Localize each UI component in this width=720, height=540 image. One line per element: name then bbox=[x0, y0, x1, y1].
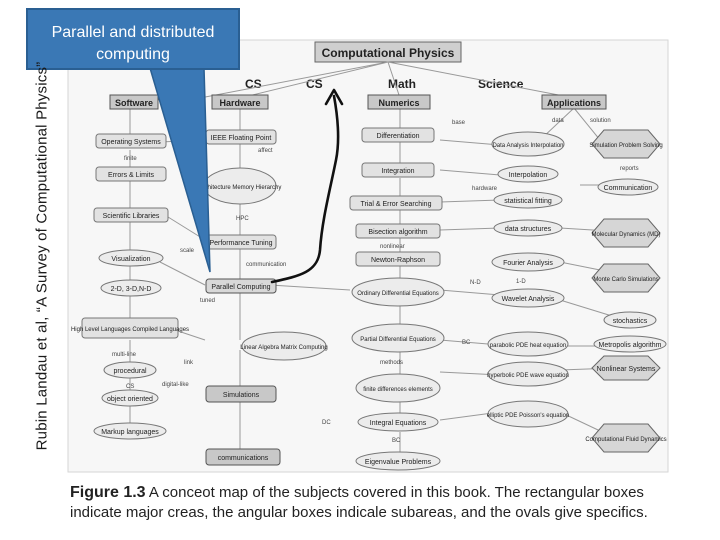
svg-text:data: data bbox=[552, 118, 564, 124]
node-simulations: Simulations bbox=[223, 392, 260, 399]
svg-text:digital-like: digital-like bbox=[162, 382, 189, 388]
col-math: Math bbox=[388, 77, 416, 91]
node-integration: Integration bbox=[381, 168, 414, 175]
node-high-level-languages: High Level Languages Compiled Languages bbox=[71, 327, 189, 333]
node-parabolic-pde: parabolic PDE heat equation bbox=[490, 343, 566, 349]
node-communications: communications bbox=[218, 455, 269, 462]
node-stochastics: stochastics bbox=[613, 318, 648, 325]
svg-text:reports: reports bbox=[620, 166, 639, 172]
box-hardware: Hardware bbox=[219, 98, 260, 108]
node-object-oriented: object oriented bbox=[107, 396, 153, 403]
middle-column: Data Analysis Interpolation Interpolatio… bbox=[487, 131, 570, 428]
node-performance-tuning: Performance Tuning bbox=[209, 240, 272, 247]
node-differentiation: Differentiation bbox=[376, 133, 419, 140]
node-linear-algebra: Linear Algebra Matrix Computing bbox=[240, 345, 327, 351]
node-bisection: Bisection algorithm bbox=[368, 229, 427, 236]
node-ode: Ordinary Differential Equations bbox=[357, 291, 439, 297]
node-finite-differences: finite differences elements bbox=[363, 387, 433, 393]
figure-caption: Figure 1.3 A conceot map of the subjects… bbox=[70, 483, 670, 523]
node-eigenvalue-problems: Eigenvalue Problems bbox=[365, 459, 432, 466]
node-interpolation: Interpolation bbox=[509, 172, 548, 179]
hardware-column: IEEE Floating Point Architecture Memory … bbox=[199, 129, 328, 466]
callout-bubble: Parallel and distributed computing bbox=[26, 8, 240, 70]
node-cfd: Computational Fluid Dynamics bbox=[585, 437, 666, 443]
node-integral-equations: Integral Equations bbox=[370, 420, 427, 427]
node-architecture: Architecture Memory Hierarchy bbox=[199, 185, 282, 191]
svg-text:1-D: 1-D bbox=[516, 279, 526, 285]
svg-text:communication: communication bbox=[246, 262, 286, 268]
node-newton-raphson: Newton-Raphson bbox=[371, 257, 425, 264]
svg-text:DC: DC bbox=[322, 420, 331, 426]
svg-text:tuned: tuned bbox=[200, 298, 215, 304]
svg-text:BC: BC bbox=[392, 438, 401, 444]
svg-text:base: base bbox=[452, 120, 466, 126]
hand-drawn-arrowhead bbox=[324, 88, 344, 106]
svg-text:CS: CS bbox=[126, 384, 134, 390]
node-parallel-computing: Parallel Computing bbox=[211, 284, 270, 291]
node-procedural: procedural bbox=[113, 368, 147, 375]
svg-text:BC: BC bbox=[462, 340, 471, 346]
svg-text:nonlinear: nonlinear bbox=[380, 244, 405, 250]
node-pde: Partial Differential Equations bbox=[360, 337, 436, 343]
col-cs-1: CS bbox=[245, 77, 262, 91]
node-communication: Communication bbox=[604, 185, 653, 192]
node-visualization: Visualization bbox=[111, 256, 150, 263]
box-numerics: Numerics bbox=[378, 98, 419, 108]
major-boxes: Software Hardware Numerics Applications bbox=[109, 94, 607, 110]
node-simulation-problem-solving: Simulation Problem Solving bbox=[589, 143, 662, 149]
hand-drawn-arrow bbox=[270, 94, 340, 284]
node-molecular-dynamics: Molecular Dynamics (MD) bbox=[591, 232, 660, 238]
software-column: Operating Systems Errors & Limits Scient… bbox=[71, 133, 189, 440]
svg-text:solution: solution bbox=[590, 118, 611, 124]
node-2d-3d-nd: 2-D, 3-D,N-D bbox=[111, 286, 152, 293]
node-data-analysis: Data Analysis Interpolation bbox=[492, 143, 563, 149]
node-monte-carlo: Monte Carlo Simulations bbox=[593, 277, 658, 283]
node-ieee-floating-point: IEEE Floating Point bbox=[211, 135, 272, 142]
node-wavelet-analysis: Wavelet Analysis bbox=[502, 296, 555, 303]
node-trial-error: Trial & Error Searching bbox=[361, 201, 432, 208]
connector-lines bbox=[129, 61, 630, 456]
svg-text:multi-line: multi-line bbox=[112, 352, 137, 358]
svg-text:scale: scale bbox=[180, 248, 195, 254]
node-scientific-libraries: Scientific Libraries bbox=[103, 213, 160, 220]
svg-text:affect: affect bbox=[258, 148, 273, 154]
link-labels: base data solution finite affect reports… bbox=[112, 118, 639, 444]
side-label-container: Rubin Landau et al, “A Survey of Computa… bbox=[30, 10, 54, 502]
svg-text:hardware: hardware bbox=[472, 186, 498, 192]
svg-text:HPC: HPC bbox=[236, 216, 249, 222]
numerics-column: Differentiation Integration Trial & Erro… bbox=[349, 127, 445, 471]
box-software: Software bbox=[115, 98, 153, 108]
svg-text:link: link bbox=[184, 360, 194, 366]
side-label: Rubin Landau et al, “A Survey of Computa… bbox=[33, 61, 51, 451]
col-cs-2: CS bbox=[306, 77, 323, 91]
map-title: Computational Physics bbox=[322, 46, 455, 60]
caption-text: A conceot map of the subjects covered in… bbox=[70, 484, 648, 521]
node-data-structures: data structures bbox=[505, 226, 552, 233]
node-operating-systems: Operating Systems bbox=[101, 139, 161, 146]
node-nonlinear-systems: Nonlinear Systems bbox=[597, 366, 656, 373]
node-markup-languages: Markup languages bbox=[101, 429, 159, 436]
node-fourier-analysis: Fourier Analysis bbox=[503, 260, 553, 267]
svg-text:finite: finite bbox=[124, 156, 137, 162]
node-hyperbolic-pde: hyperbolic PDE wave equation bbox=[487, 373, 569, 379]
node-errors-limits: Errors & Limits bbox=[108, 172, 154, 179]
applications-column: Simulation Problem Solving Communication… bbox=[585, 129, 667, 453]
svg-text:N-D: N-D bbox=[470, 280, 481, 286]
svg-text:methods: methods bbox=[380, 360, 403, 366]
node-elliptic-pde: elliptic PDE Poisson's equation bbox=[487, 413, 570, 419]
node-statistical-fitting: statistical fitting bbox=[504, 198, 552, 205]
callout-text: Parallel and distributed computing bbox=[51, 24, 215, 63]
box-applications: Applications bbox=[547, 98, 601, 108]
caption-figure-number: Figure 1.3 bbox=[70, 484, 146, 501]
node-metropolis: Metropolis algorithm bbox=[598, 342, 661, 349]
